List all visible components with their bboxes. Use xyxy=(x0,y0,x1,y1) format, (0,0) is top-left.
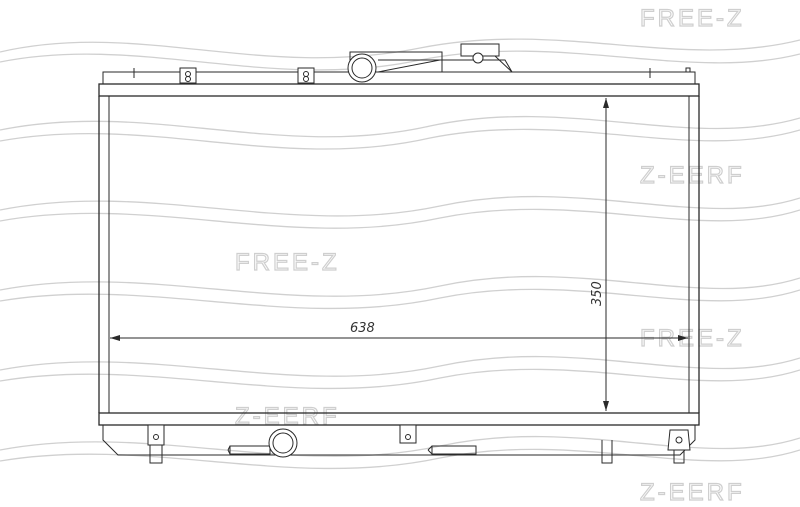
bottom-header-plate xyxy=(98,412,700,426)
watermark-logo-mirrored-center: Z-EERF xyxy=(235,403,340,430)
height-dimension-label: 350 xyxy=(590,281,605,306)
filler-neck-cap xyxy=(460,43,513,73)
bottom-drain-tube xyxy=(427,445,477,455)
top-mounting-bracket-right xyxy=(297,67,315,84)
top-mounting-bracket-left xyxy=(179,67,197,84)
bottom-mount-pin-right xyxy=(601,440,613,464)
watermark-waves xyxy=(0,38,800,470)
bottom-outlet-pipe xyxy=(227,428,298,458)
top-header-plate xyxy=(98,83,700,97)
top-inlet-pipe xyxy=(347,51,513,83)
watermark-logos: FREE-Z FREE-Z FREE-Z Z-EERF Z-EERF Z-EER… xyxy=(234,4,745,506)
bottom-mounting-bracket-center xyxy=(399,424,417,444)
watermark-logo-center: FREE-Z xyxy=(235,249,340,276)
watermark-logo-top-right: FREE-Z xyxy=(640,5,745,32)
radiator-core xyxy=(98,96,700,413)
watermark-logo-mirrored-right: Z-EERF xyxy=(640,162,745,189)
bottom-mounting-bracket-left xyxy=(147,424,165,464)
top-tank-body xyxy=(102,71,696,85)
watermark-logo-mirrored-bottom: Z-EERF xyxy=(640,479,745,506)
width-dimension-label: 638 xyxy=(350,321,375,336)
height-dimension: 350 xyxy=(590,98,609,411)
width-dimension: 638 xyxy=(110,321,688,341)
bottom-tank xyxy=(98,412,700,464)
drain-plug xyxy=(667,429,691,464)
top-tank xyxy=(98,43,700,97)
